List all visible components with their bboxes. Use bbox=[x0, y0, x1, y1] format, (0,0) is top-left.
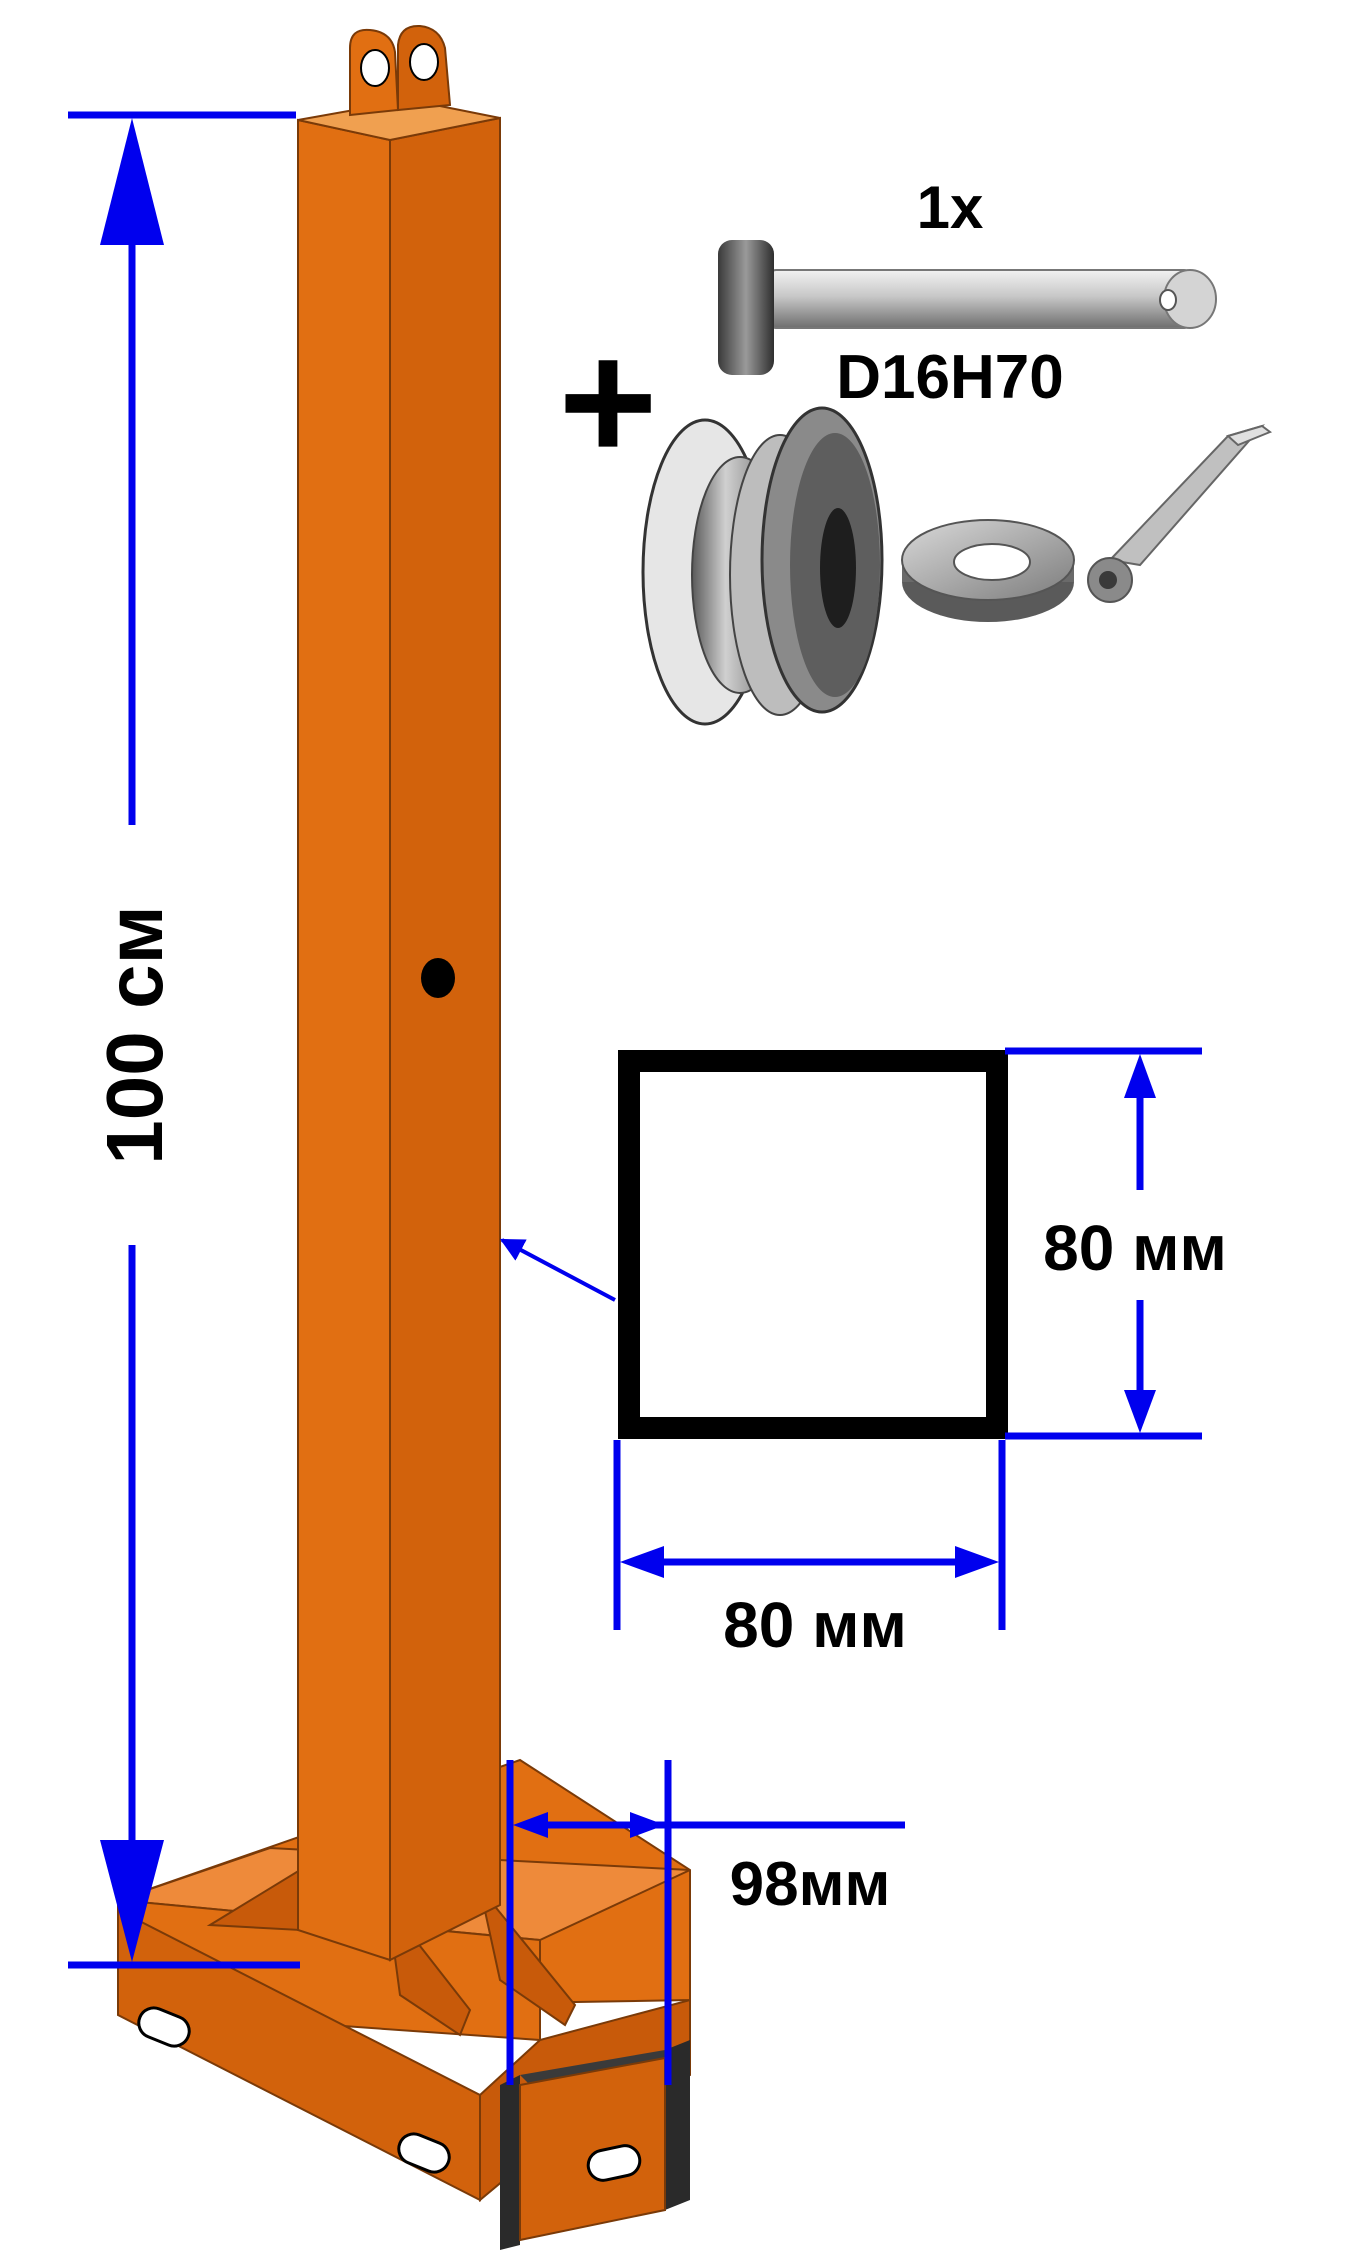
pin-code-label: D16H70 bbox=[836, 343, 1063, 412]
profile-width-dimension: 80 мм bbox=[613, 1440, 1006, 1661]
profile-height-label: 80 мм bbox=[1043, 1212, 1227, 1284]
base-gap-label: 98мм bbox=[730, 1850, 891, 1919]
pivot-pin: 1x D16H70 bbox=[718, 174, 1217, 412]
height-dimension: 100 см bbox=[68, 111, 300, 1969]
profile-width-label: 80 мм bbox=[723, 1589, 907, 1661]
mount-slot bbox=[586, 2144, 642, 2182]
dimension-arrow bbox=[100, 1840, 164, 1962]
height-dimension-label: 100 см bbox=[90, 905, 179, 1164]
profile-pointer-arrow bbox=[499, 1238, 616, 1302]
cotter-pin bbox=[1087, 424, 1273, 603]
dimension-arrow bbox=[100, 118, 164, 245]
square-tube-profile bbox=[499, 1050, 1008, 1439]
profile-height-dimension: 80 мм bbox=[1005, 1047, 1227, 1440]
base-gap-dimension: 98мм bbox=[506, 1760, 905, 2085]
mount-slot bbox=[397, 2132, 451, 2174]
pin-quantity-label: 1x bbox=[917, 174, 984, 241]
top-clevis bbox=[349, 24, 452, 117]
vertical-post bbox=[297, 98, 501, 1962]
pulley-wheel bbox=[641, 406, 884, 726]
plus-sign: + bbox=[558, 307, 657, 497]
gusset bbox=[479, 1887, 577, 2027]
mount-slot bbox=[137, 2006, 191, 2048]
clamp-plates bbox=[500, 2040, 690, 2250]
washer bbox=[901, 519, 1075, 622]
pin-hole bbox=[421, 958, 455, 998]
tool-post-frame bbox=[117, 24, 691, 2250]
